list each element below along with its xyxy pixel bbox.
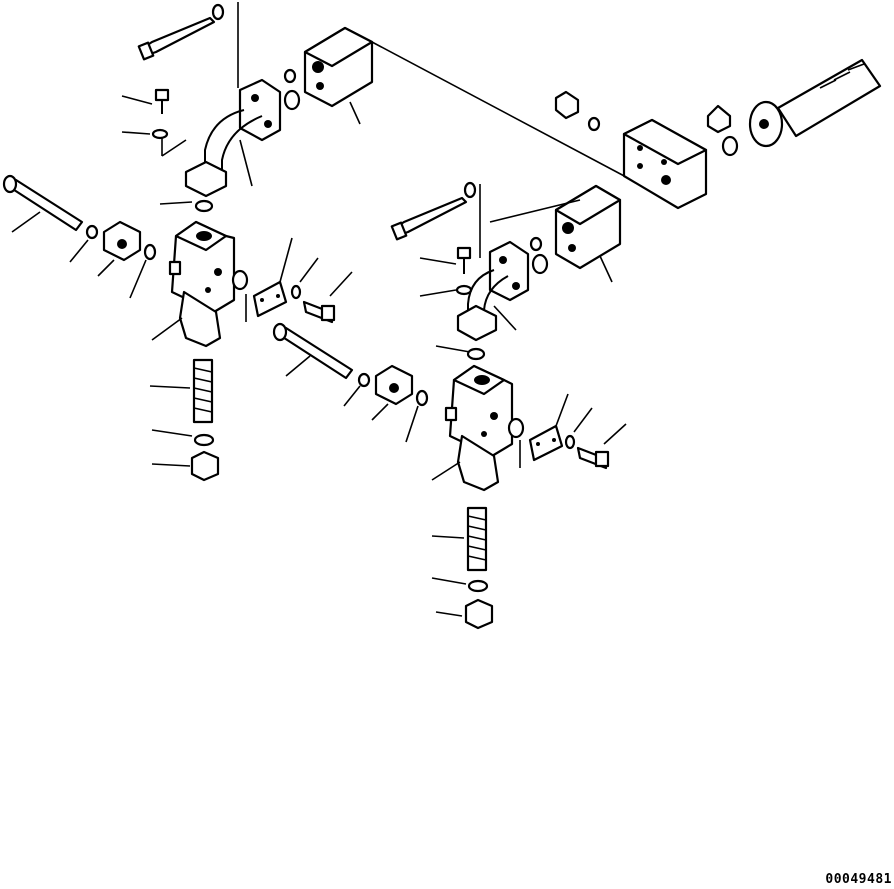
small-bolt-top [121, 88, 187, 157]
relief-valve-lower [431, 364, 525, 492]
long-bolt-middle [390, 181, 481, 258]
long-bolt-lower [272, 322, 371, 407]
plug-fitting [554, 90, 601, 132]
elbow-pipe-top [184, 78, 282, 198]
o-rings-top [283, 68, 301, 111]
cover-plate-lower [528, 393, 627, 470]
pump-block-top [303, 26, 629, 179]
elbow-pipe-middle [456, 240, 530, 342]
small-bolt-middle [419, 246, 473, 297]
drive-shaft [706, 58, 882, 157]
manifold-block [622, 118, 708, 210]
long-bolt-left [2, 174, 99, 263]
long-bolt-top [137, 2, 239, 88]
relief-valve-left [151, 220, 249, 348]
spring-stack-left [149, 199, 220, 482]
spring-stack-lower [431, 345, 494, 630]
flange-block-left [97, 220, 157, 299]
flange-block-lower [371, 364, 429, 443]
drawing-number-label: 00049481 [825, 872, 892, 887]
o-rings-middle [529, 236, 549, 275]
cover-plate-left [252, 237, 353, 324]
pump-block-middle [489, 184, 622, 283]
